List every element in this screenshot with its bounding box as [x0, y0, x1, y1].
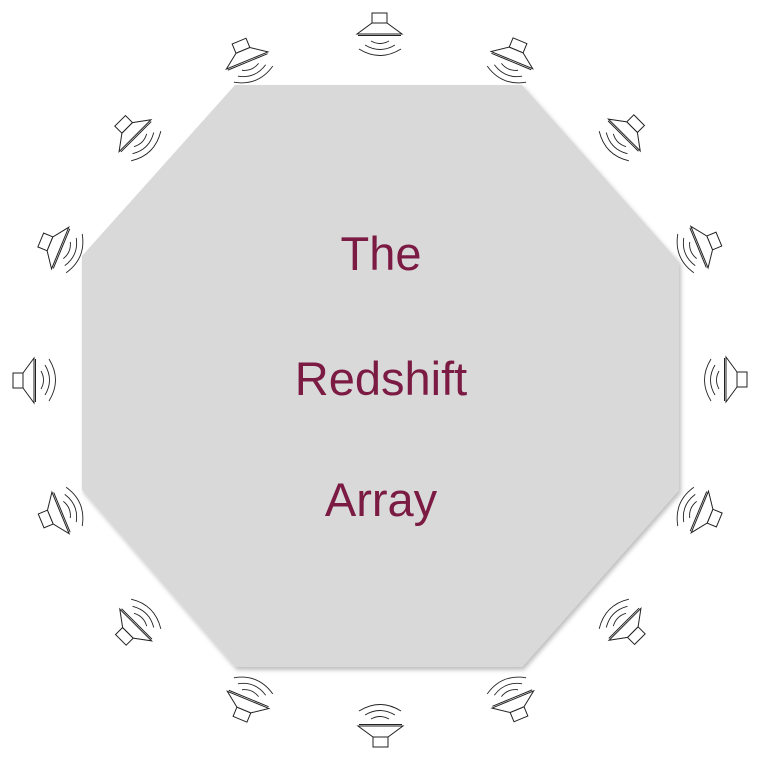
speaker-icon — [114, 598, 162, 646]
speaker-icon — [486, 676, 535, 723]
speaker-ring — [12, 12, 748, 748]
speaker-icon — [37, 226, 84, 274]
title-line-redshift: Redshift — [294, 352, 468, 405]
speaker-icon — [486, 37, 534, 84]
speaker-icon — [598, 114, 646, 162]
speaker-icon — [704, 355, 748, 404]
speaker-icon — [37, 486, 84, 535]
title-line-array: Array — [324, 473, 438, 526]
speaker-icon — [12, 356, 56, 405]
speaker-icon — [355, 12, 404, 56]
speaker-icon — [225, 37, 274, 84]
speaker-icon — [598, 598, 646, 646]
octagon — [82, 85, 679, 667]
title-line-the: The — [340, 227, 422, 280]
speaker-icon — [226, 676, 274, 723]
speaker-icon — [676, 225, 723, 274]
speaker-icon — [356, 704, 405, 748]
speaker-icon — [676, 486, 723, 534]
speaker-icon — [114, 114, 162, 162]
